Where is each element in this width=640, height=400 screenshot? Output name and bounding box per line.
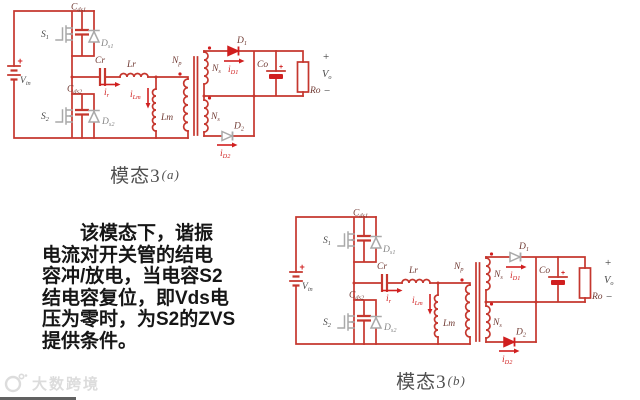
caption-mode-3a: 模态3(a) <box>80 161 210 188</box>
circuit-diagram-mode-3a: + Vin S1 S2 Cds1 <box>6 1 333 162</box>
watermark: 大数跨境 <box>4 372 100 394</box>
circuit-instance-mode-b <box>288 207 615 368</box>
desc-line: 提供条件。 <box>42 330 138 352</box>
desc-line: 该模态下，谐振 <box>42 223 214 244</box>
bottom-edge-artifact <box>0 397 76 400</box>
caption-b-text: 模态3 <box>396 372 447 393</box>
desc-line: 压为零时，为S2的ZVS <box>42 309 236 330</box>
caption-a-text: 模态3 <box>110 166 161 187</box>
desc-line: 结电容复位，即Vds电 <box>42 287 229 309</box>
watermark-logo <box>4 373 28 393</box>
caption-a-suffix: (a) <box>161 167 180 182</box>
desc-line: 容冲/放电，当电容S2 <box>42 266 223 287</box>
caption-mode-3b: 模态3(b) <box>366 367 496 394</box>
circuit-diagram-mode-3b <box>288 207 615 368</box>
watermark-text: 大数跨境 <box>32 375 101 393</box>
circuit-instance-mode-a <box>6 1 333 162</box>
mode-description-text: 该模态下，谐振 电流对开关管的结电 容冲/放电，当电容S2 结电容复位，即Vds… <box>42 223 250 352</box>
caption-b-suffix: (b) <box>447 373 466 388</box>
desc-line: 电流对开关管的结电 <box>42 244 214 266</box>
